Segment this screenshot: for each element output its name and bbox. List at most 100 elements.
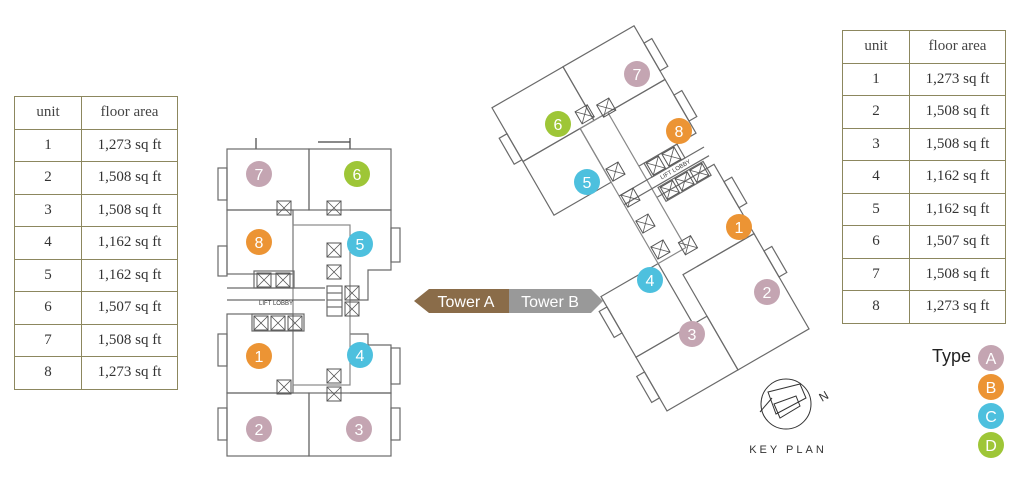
tower-a-lift-lobby-label: LIFT LOBBY [259, 301, 293, 307]
unit-cell: 1 [842, 62, 910, 96]
legend-label-b: B [986, 380, 997, 397]
area-cell: 1,273 sq ft [81, 128, 178, 162]
tower-a-tab[interactable] [414, 289, 509, 313]
unit-cell: 6 [14, 291, 82, 325]
area-cell: 1,273 sq ft [909, 62, 1006, 96]
tower-b-number-2: 2 [763, 285, 772, 302]
legend-label-d: D [985, 438, 997, 455]
unit-cell: 7 [842, 257, 910, 291]
tower-a-label: Tower A [438, 294, 495, 311]
legend-marker-c [978, 403, 1004, 429]
tower-b-number-6: 6 [554, 117, 563, 134]
area-cell: 1,508 sq ft [909, 257, 1006, 291]
tower-a-number-4: 4 [356, 348, 365, 365]
unit-cell: 4 [842, 160, 910, 194]
legend-label-c: C [985, 409, 997, 426]
legend-marker-b [978, 374, 1004, 400]
tower-a-marker-1 [246, 343, 272, 369]
tower-b-plan: LIFT LOBBY [491, 24, 810, 412]
table-header-row: unit floor area [842, 30, 1006, 64]
legend-marker-d [978, 432, 1004, 458]
tower-a-number-6: 6 [353, 167, 362, 184]
area-cell: 1,508 sq ft [909, 95, 1006, 129]
tower-a-number-1: 1 [255, 349, 264, 366]
tower-a-marker-8 [246, 229, 272, 255]
tower-b-label: Tower B [521, 294, 579, 311]
legend-marker-a [978, 345, 1004, 371]
tower-a-number-8: 8 [255, 235, 264, 252]
area-cell: 1,273 sq ft [81, 356, 178, 390]
key-plan-compass-icon [760, 378, 812, 430]
tower-b-unit-6 [491, 65, 595, 163]
tower-b-marker-6 [545, 111, 571, 137]
unit-cell: 8 [842, 290, 910, 324]
unit-cell: 5 [842, 192, 910, 226]
tower-a-marker-2 [246, 416, 272, 442]
tower-b-marker-2 [754, 279, 780, 305]
area-cell: 1,508 sq ft [81, 193, 178, 227]
header-floor-area: floor area [81, 96, 178, 130]
tower-b-marker-4 [637, 267, 663, 293]
tower-a-marker-5 [347, 231, 373, 257]
unit-cell: 3 [14, 193, 82, 227]
unit-cell: 6 [842, 225, 910, 259]
area-cell: 1,162 sq ft [909, 160, 1006, 194]
area-cell: 1,162 sq ft [81, 258, 178, 292]
legend-title: Type [932, 346, 972, 366]
tower-b-marker-7 [624, 61, 650, 87]
tower-b-marker-5 [574, 169, 600, 195]
tower-b-number-4: 4 [646, 273, 655, 290]
tower-a-marker-3 [346, 416, 372, 442]
tower-a-number-2: 2 [255, 422, 264, 439]
area-cell: 1,508 sq ft [909, 127, 1006, 161]
header-floor-area: floor area [909, 30, 1006, 64]
tower-a-number-5: 5 [356, 237, 365, 254]
tower-a-marker-7 [246, 161, 272, 187]
tower-b-number-5: 5 [583, 175, 592, 192]
tower-a-marker-6 [344, 161, 370, 187]
tower-switch: Tower A Tower B [414, 289, 603, 313]
key-plan [759, 378, 812, 430]
unit-cell: 7 [14, 323, 82, 357]
key-plan-label: KEY PLAN [749, 444, 827, 456]
unit-cell: 5 [14, 258, 82, 292]
area-cell: 1,508 sq ft [81, 161, 178, 195]
tower-b-number-3: 3 [688, 327, 697, 344]
unit-cell: 8 [14, 356, 82, 390]
tower-a-marker-4 [347, 342, 373, 368]
table-header-row: unit floor area [14, 96, 178, 130]
tower-b-marker-8 [666, 118, 692, 144]
area-cell: 1,273 sq ft [909, 290, 1006, 324]
tower-b-unit-2 [682, 232, 810, 371]
north-label: N [817, 388, 832, 404]
tower-b-marker-1 [726, 214, 752, 240]
tower-b-unit-5 [522, 127, 612, 216]
tower-a-unit-5 [350, 209, 392, 301]
tower-b-number-8: 8 [675, 124, 684, 141]
tower-b-tab[interactable] [509, 289, 603, 313]
tower-b-number-1: 1 [735, 220, 744, 237]
tower-a-plan [217, 138, 401, 457]
tower-b-number-7: 7 [633, 67, 642, 84]
tower-a-number-7: 7 [255, 167, 264, 184]
type-legend: A B C D [978, 345, 1004, 458]
tower-b-marker-3 [679, 321, 705, 347]
area-cell: 1,162 sq ft [81, 226, 178, 260]
